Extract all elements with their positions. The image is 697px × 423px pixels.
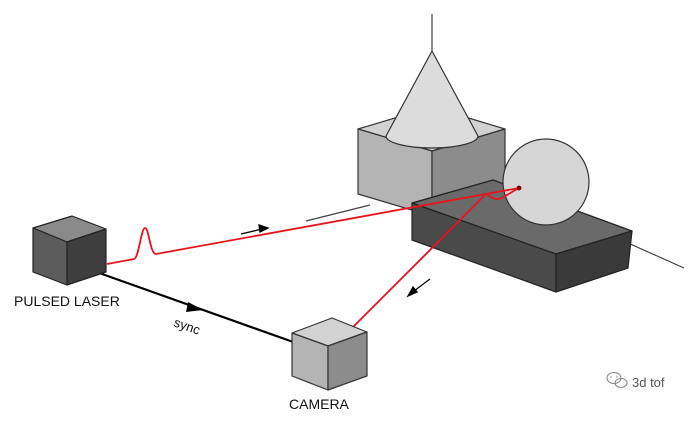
return-pulse [351, 187, 520, 329]
watermark-text: 3d tof [632, 375, 665, 390]
cone [385, 50, 479, 149]
sphere-body [502, 138, 590, 226]
sphere [502, 138, 590, 226]
watermark: 3d tof [606, 371, 665, 390]
sync-link [87, 267, 297, 345]
laser-beam [106, 185, 522, 329]
camera-side [327, 331, 368, 391]
camera-device [291, 317, 368, 391]
direction-arrows [240, 224, 431, 298]
return-arrow [406, 278, 431, 298]
outgoing-pulse [106, 187, 520, 265]
wechat-icon [606, 371, 628, 389]
camera-label: CAMERA [289, 396, 350, 412]
dark-slab-side [555, 230, 633, 293]
sync-arrowhead [186, 302, 203, 312]
pulsed-laser-device [32, 215, 107, 286]
reflection-point [516, 185, 522, 191]
left-axis [305, 204, 371, 222]
pulsed-laser-label: PULSED LASER [14, 293, 120, 309]
outgoing-arrow [240, 224, 270, 235]
laser-side [66, 228, 107, 286]
cone-body [385, 50, 479, 149]
sync-label: sync [172, 315, 203, 338]
right-axis [627, 242, 685, 269]
